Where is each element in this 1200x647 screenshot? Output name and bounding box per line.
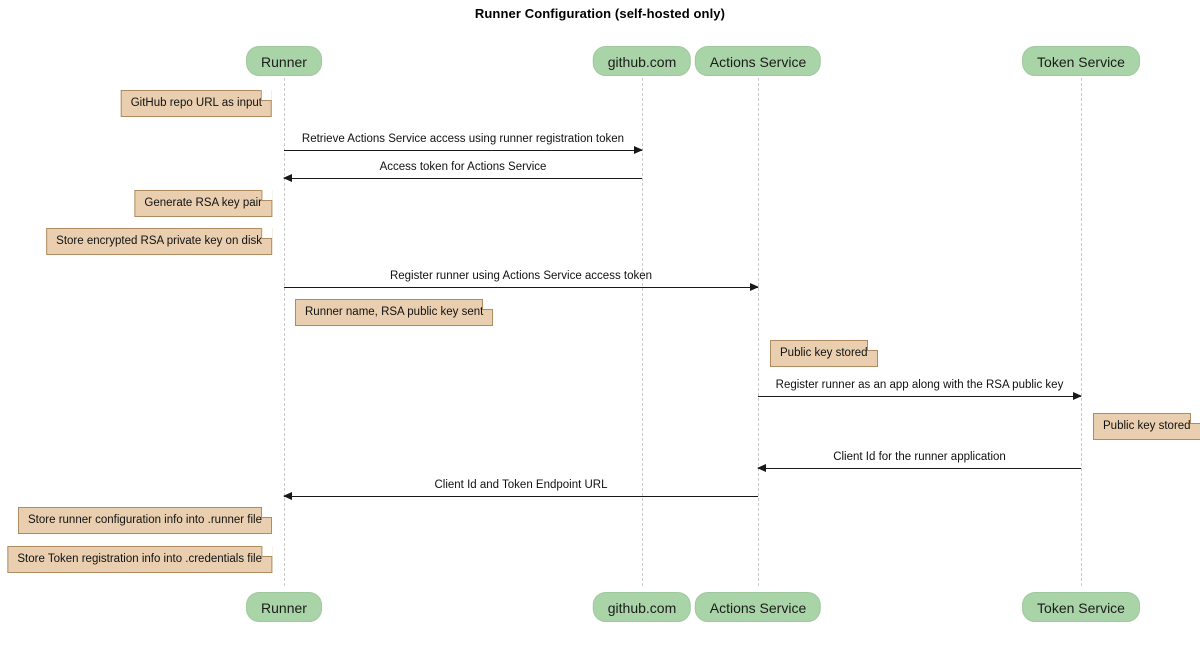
note-text: Store runner configuration info into .ru… [28, 514, 262, 526]
note-n1: GitHub repo URL as input [120, 90, 272, 117]
note-fold-corner-icon [1189, 413, 1200, 424]
participant-header-actions[interactable]: Actions Service [694, 46, 822, 76]
participant-footer-github[interactable]: github.com [592, 592, 692, 622]
message-label: Retrieve Actions Service access using ru… [301, 133, 625, 145]
note-n6: Public key stored [1093, 413, 1200, 440]
participant-footer-runner[interactable]: Runner [246, 592, 322, 622]
note-n5: Public key stored [770, 340, 878, 367]
message-line [284, 496, 758, 497]
lifeline-token [1081, 78, 1082, 586]
page-title: Runner Configuration (self-hosted only) [474, 6, 726, 21]
message-line [758, 468, 1081, 469]
note-text: Public key stored [780, 347, 868, 359]
participant-footer-actions[interactable]: Actions Service [694, 592, 822, 622]
note-n7: Store runner configuration info into .ru… [18, 507, 272, 534]
participant-header-token[interactable]: Token Service [1022, 46, 1140, 76]
note-text: Generate RSA key pair [144, 197, 262, 209]
lifeline-github [642, 78, 643, 586]
note-n3: Store encrypted RSA private key on disk [46, 228, 272, 255]
note-fold-corner-icon [261, 546, 272, 557]
note-fold-corner-icon [261, 90, 272, 101]
note-text: Public key stored [1103, 420, 1191, 432]
participant-header-runner[interactable]: Runner [246, 46, 322, 76]
note-n4: Runner name, RSA public key sent [295, 299, 494, 326]
lifeline-runner [284, 78, 285, 586]
message-line [284, 287, 758, 288]
participant-header-github[interactable]: github.com [592, 46, 692, 76]
note-text: Store encrypted RSA private key on disk [56, 235, 262, 247]
arrow-head-icon [757, 463, 766, 472]
participant-footer-token[interactable]: Token Service [1022, 592, 1140, 622]
message-label: Access token for Actions Service [379, 161, 547, 173]
arrow-head-icon [283, 173, 292, 182]
message-label: Client Id for the runner application [833, 451, 1006, 463]
message-line [284, 150, 642, 151]
note-text: Runner name, RSA public key sent [305, 306, 484, 318]
note-text: GitHub repo URL as input [130, 97, 262, 109]
message-label: Client Id and Token Endpoint URL [434, 479, 608, 491]
note-n2: Generate RSA key pair [134, 190, 272, 217]
note-text: Store Token registration info into .cred… [17, 553, 262, 565]
message-label: Register runner as an app along with the… [775, 379, 1064, 391]
note-fold-corner-icon [261, 190, 272, 201]
lifeline-actions [758, 78, 759, 586]
message-line [284, 178, 642, 179]
note-fold-corner-icon [261, 228, 272, 239]
message-label: Register runner using Actions Service ac… [389, 270, 653, 282]
note-n8: Store Token registration info into .cred… [7, 546, 272, 573]
note-fold-corner-icon [482, 299, 494, 310]
arrow-head-icon [750, 282, 759, 291]
arrow-head-icon [634, 145, 643, 154]
note-fold-corner-icon [866, 340, 878, 351]
note-fold-corner-icon [261, 507, 272, 518]
arrow-head-icon [1073, 391, 1082, 400]
message-line [758, 396, 1081, 397]
arrow-head-icon [283, 491, 292, 500]
